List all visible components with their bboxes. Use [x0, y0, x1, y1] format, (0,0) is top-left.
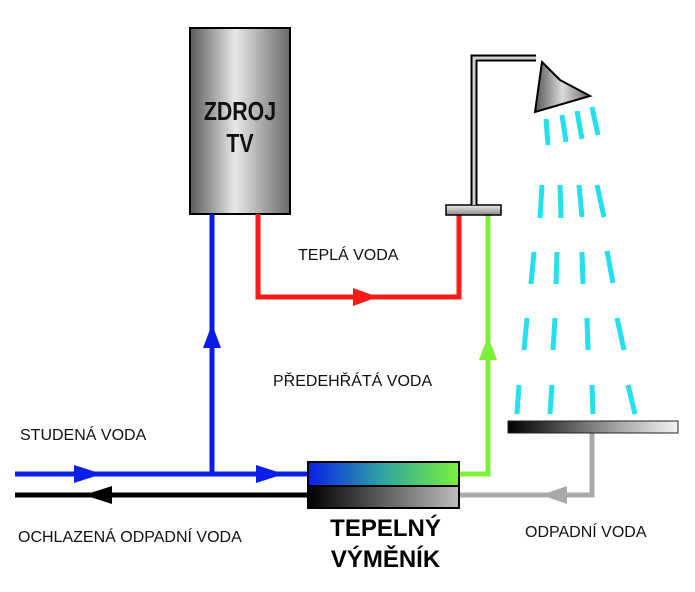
- shower-arm: [470, 54, 536, 205]
- waste-water-pipe: [459, 427, 595, 498]
- cold-outlet-arrow: [256, 465, 284, 483]
- waste-water-arrow: [541, 486, 567, 504]
- cold-inlet-arrow: [74, 465, 102, 483]
- tank-label-line2: TV: [226, 128, 254, 158]
- warm-water-label: TEPLÁ VODA: [298, 247, 399, 264]
- hot-water-arrow: [353, 288, 378, 306]
- heat-exchanger-label-line1: TEPELNÝ: [330, 515, 441, 542]
- heat-exchanger-top: [307, 461, 460, 487]
- preheated-water-pipe: [459, 214, 491, 477]
- cold-up-arrow: [203, 324, 221, 348]
- heat-exchanger-bottom: [307, 485, 460, 509]
- waste-water-label: ODPADNÍ VODA: [525, 524, 647, 541]
- hot-water-tank: [189, 27, 291, 215]
- preheated-water-label: PŘEDEHŘÁTÁ VODA: [273, 373, 433, 390]
- water-spray: [514, 106, 638, 415]
- cold-water-label: STUDENÁ VODA: [20, 427, 147, 444]
- shower-head: [533, 59, 593, 114]
- shower-tray: [507, 420, 679, 434]
- heat-exchanger-label-line2: VÝMĚNÍK: [330, 546, 441, 573]
- shower-arm-inner: [472, 56, 536, 205]
- cooled-waste-label: OCHLAZENÁ ODPADNÍ VODA: [18, 529, 242, 546]
- tank-label-line1: ZDROJ: [203, 96, 277, 126]
- shower-mixer-bar: [445, 204, 502, 216]
- preheated-up-arrow: [479, 336, 497, 360]
- cooled-waste-arrow: [84, 486, 112, 504]
